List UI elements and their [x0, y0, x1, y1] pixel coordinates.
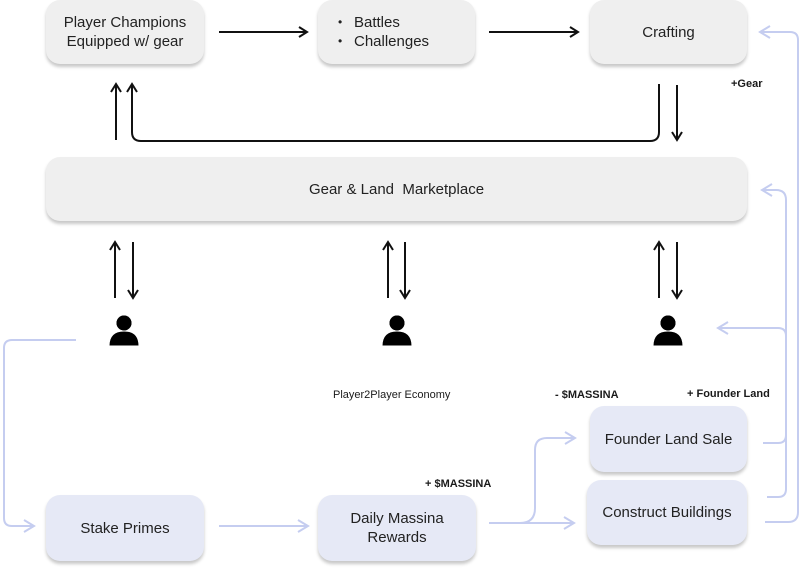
flow-buildings-to-crafting — [758, 25, 799, 523]
founder-land-sale-node[interactable]: Founder Land Sale — [590, 406, 747, 472]
stake-primes-node[interactable]: Stake Primes — [46, 495, 204, 561]
activity-challenges: Challenges — [338, 32, 429, 51]
flow-player-to-stake — [3, 339, 76, 533]
daily-rewards-line2: Rewards — [367, 529, 427, 546]
flow-rewards-to-land-sale — [519, 431, 577, 524]
activity-battles: Battles — [338, 13, 429, 32]
crafting-node[interactable]: Crafting — [590, 0, 747, 64]
flow-buildings-to-player — [716, 321, 787, 498]
arrow-crafting-to-champions — [126, 82, 660, 142]
gear-annotation: +Gear — [731, 78, 763, 90]
construct-buildings-label: Construct Buildings — [602, 504, 732, 521]
marketplace-node[interactable]: Gear & Land Marketplace — [46, 157, 747, 221]
construct-buildings-node[interactable]: Construct Buildings — [587, 480, 747, 545]
minus-massina-annotation: - $MASSINA — [555, 389, 619, 401]
person-icon — [652, 315, 684, 346]
person-icon — [108, 315, 140, 346]
marketplace-label: Gear & Land Marketplace — [308, 180, 485, 198]
activities-node[interactable]: Battles Challenges — [318, 0, 475, 64]
p2p-economy-label: Player2Player Economy — [333, 389, 451, 401]
plus-founder-land-annotation: + Founder Land — [687, 388, 770, 400]
player-champions-node[interactable]: Player Champions Equipped w/ gear — [46, 0, 204, 64]
person-icon — [381, 315, 413, 346]
stake-primes-label: Stake Primes — [80, 519, 170, 537]
daily-rewards-line1: Daily Massina — [350, 510, 444, 527]
player-champions-line1: Player Champions — [63, 14, 187, 31]
player-champions-line2: Equipped w/ gear — [66, 33, 184, 50]
plus-massina-annotation: + $MASSINA — [425, 478, 492, 490]
daily-rewards-node[interactable]: Daily Massina Rewards — [318, 495, 476, 561]
crafting-label: Crafting — [642, 23, 695, 41]
flow-land-sale-to-market — [760, 183, 787, 444]
founder-land-sale-label: Founder Land Sale — [604, 430, 733, 448]
